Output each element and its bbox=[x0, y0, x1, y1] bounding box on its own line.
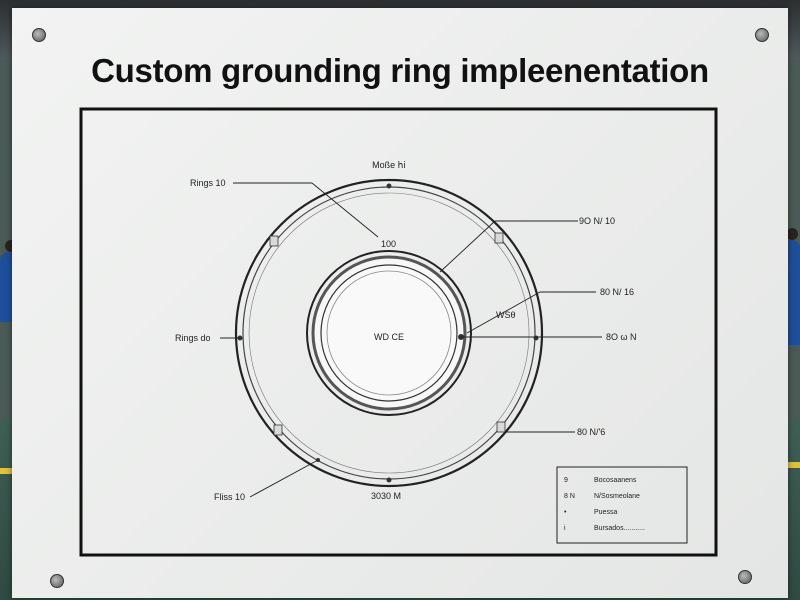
label-ring-left-top: Rings 10 bbox=[190, 178, 226, 188]
tab-top-right bbox=[494, 232, 504, 244]
marker-right bbox=[533, 335, 539, 341]
outer-ring-edge bbox=[234, 178, 544, 488]
outer-ring-groove bbox=[248, 192, 530, 474]
diagram-frame bbox=[79, 107, 718, 557]
tab-top-left bbox=[269, 235, 279, 247]
inner-ring-bore bbox=[326, 270, 452, 396]
label-bottom-left: Fliss 10 bbox=[214, 492, 245, 502]
label-center: WD CE bbox=[374, 332, 404, 342]
legend-symbol-1: 9 bbox=[564, 477, 568, 484]
marker-bottom bbox=[386, 477, 392, 483]
label-right-4: 80 Ν/'6 bbox=[577, 427, 605, 437]
screw-bottom-left bbox=[50, 574, 64, 588]
label-left-mid: Rings do bbox=[175, 333, 211, 343]
inner-ring-inner-edge bbox=[320, 264, 458, 402]
label-mid-tag: WSθ bbox=[496, 310, 516, 320]
marker-top bbox=[386, 183, 392, 189]
screw-top-left bbox=[32, 28, 46, 42]
screw-top-right bbox=[755, 28, 769, 42]
legend-text-1: Bocosaanens bbox=[594, 477, 637, 484]
label-top-note: Moße 𝗁𝗂 bbox=[372, 160, 406, 170]
person-right-head bbox=[786, 228, 798, 240]
leader-lines bbox=[220, 182, 602, 498]
tab-bottom-left bbox=[273, 424, 283, 436]
legend-symbol-3: • bbox=[564, 509, 567, 516]
legend-text-2: N/Sosmeolane bbox=[594, 493, 640, 500]
screw-bottom-right bbox=[738, 570, 752, 584]
label-bottom-center: 3030 M bbox=[371, 491, 401, 501]
board-title: Custom grounding ring impleenentation bbox=[91, 52, 709, 89]
inner-ring-outer-edge bbox=[306, 250, 472, 416]
label-right-3: 8O ω Ν bbox=[606, 332, 637, 342]
legend-box: 9 Bocosaanens 8 N N/Sosmeolane • Puessa … bbox=[556, 466, 688, 544]
legend-symbol-2: 8 N bbox=[564, 493, 575, 500]
legend-symbol-4: i bbox=[564, 525, 566, 532]
label-right-1: 9O Ν/ 10 bbox=[579, 216, 615, 226]
label-right-2: 80 Ν/ 16 bbox=[600, 287, 634, 297]
legend-text-4: Bursados........... bbox=[594, 525, 645, 532]
legend-text-3: Puessa bbox=[594, 509, 617, 516]
label-inner-tag: 100 bbox=[381, 239, 396, 249]
tab-bottom-right bbox=[496, 421, 506, 433]
